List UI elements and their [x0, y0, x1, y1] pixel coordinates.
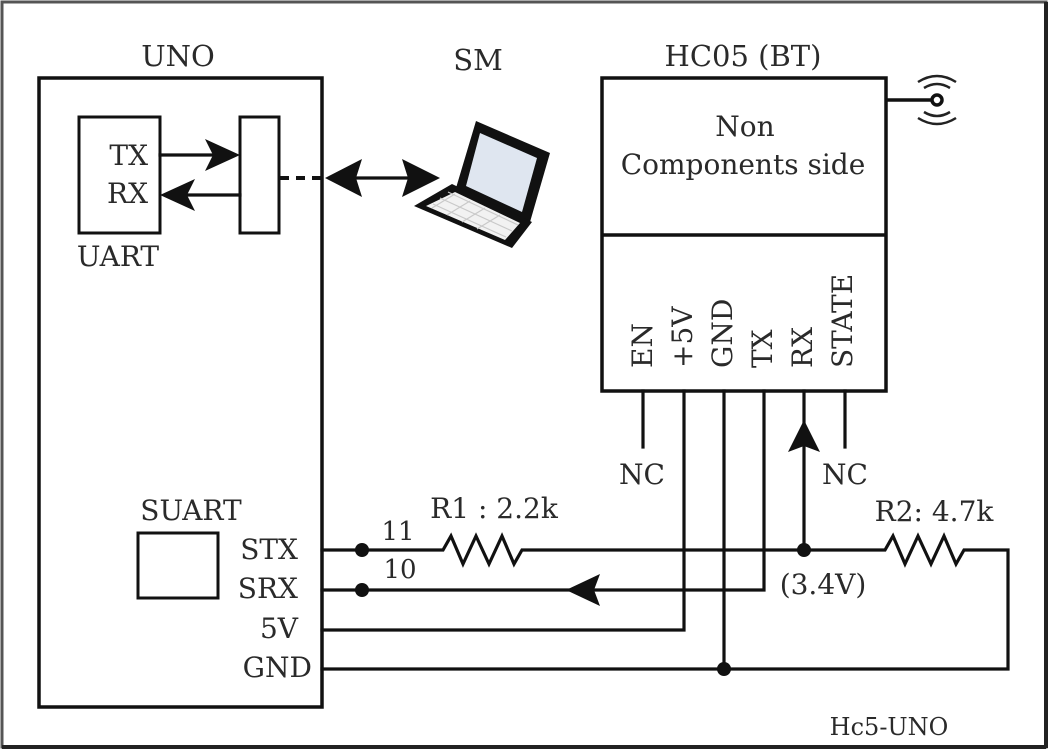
hc05-pin-gnd: GND — [706, 299, 739, 368]
pin-srx-label: SRX — [238, 572, 298, 605]
sm-left-arrowhead-icon — [325, 159, 362, 197]
pin-stx-label: STX — [240, 533, 298, 566]
r1-label: R1 : 2.2k — [430, 492, 559, 525]
hc05-tx-to-srx-wire — [320, 389, 766, 592]
srx-direction-arrowhead-icon — [566, 574, 600, 606]
hc05-pin-rx: RX — [786, 327, 819, 368]
hc05-top-text-line1: Non — [715, 110, 774, 143]
pin-gnd-label: GND — [243, 651, 312, 684]
laptop-icon — [414, 121, 550, 248]
uart-rx-label: RX — [107, 177, 148, 210]
hc05-module: HC05 (BT) Non Components side EN +5V GND… — [600, 39, 957, 491]
uart-label: UART — [77, 240, 160, 273]
sm-label: SM — [453, 43, 503, 77]
state-nc-label: NC — [822, 458, 868, 491]
tx-arrowhead-icon — [205, 139, 240, 171]
pin11-label: 11 — [381, 517, 414, 547]
junction-pin10 — [355, 583, 369, 597]
junction-gnd — [717, 662, 731, 676]
pin-5v-label: 5V — [260, 612, 299, 645]
suart-block — [136, 531, 220, 600]
usb-interface-block — [238, 115, 281, 235]
pin10-label: 10 — [383, 555, 416, 585]
junction-divider — [797, 543, 811, 557]
hc05-pin-tx: TX — [746, 329, 779, 368]
stx-divider-wire — [320, 532, 1010, 671]
hc05-title: HC05 (BT) — [665, 39, 822, 73]
junction-pin11 — [355, 543, 369, 557]
hc05-pin-en: EN — [626, 323, 659, 368]
wireless-antenna-icon — [886, 74, 957, 126]
en-nc-label: NC — [619, 458, 665, 491]
suart-label: SUART — [140, 494, 242, 527]
uart-tx-label: TX — [109, 139, 148, 172]
uno-board: UNO TX RX UART SUART STX SRX 5V GND — [37, 39, 324, 709]
sm-right-arrowhead-icon — [402, 159, 440, 197]
divider-voltage-label: (3.4V) — [780, 568, 867, 601]
rx-up-arrowhead-icon — [788, 420, 820, 452]
diagram-caption: Hc5-UNO — [830, 713, 949, 741]
uart-block — [77, 115, 162, 235]
5v-wire — [320, 389, 686, 632]
hc05-pin-state: STATE — [826, 274, 859, 368]
rx-arrowhead-icon — [160, 179, 195, 211]
uno-title: UNO — [141, 39, 215, 73]
hc05-pin-5v: +5V — [666, 306, 699, 368]
r2-label: R2: 4.7k — [875, 495, 995, 528]
hc05-top-text-line2: Components side — [621, 148, 866, 181]
serial-monitor: SM — [325, 43, 550, 248]
wiring: 11 10 R1 : 2.2k R2: 4.7k (3.4V) — [320, 389, 1010, 676]
